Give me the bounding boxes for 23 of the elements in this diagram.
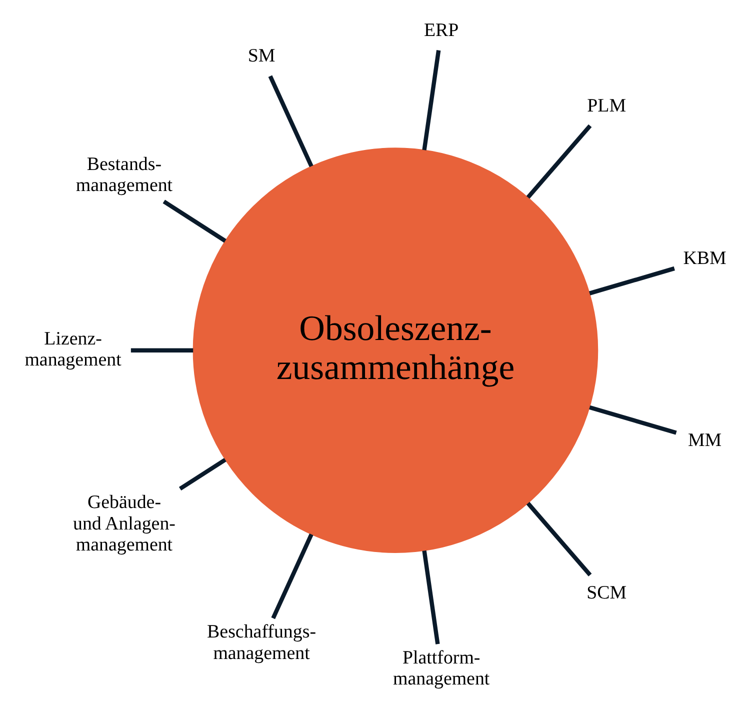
node-text: SCM — [586, 582, 626, 604]
connector — [268, 75, 313, 168]
connector — [162, 200, 226, 243]
connector — [422, 550, 440, 644]
node-circle: Obsoleszenz- zusammenhänge — [192, 148, 598, 553]
node-text: Bestands- management — [75, 154, 172, 196]
node-text: Gebäude- und Anlagen- management — [72, 492, 175, 556]
node-text: MM — [687, 430, 722, 451]
node-text: KBM — [682, 248, 726, 270]
connector — [130, 348, 193, 352]
connector — [588, 405, 676, 435]
connector — [526, 124, 592, 199]
node-text: Lizenz- management — [24, 328, 121, 370]
connector — [270, 534, 313, 620]
connector — [588, 266, 674, 296]
node-text: PLM — [586, 95, 626, 116]
node-text: SM — [247, 46, 275, 67]
node-text: Beschaffungs- management — [206, 622, 316, 664]
connector — [422, 50, 440, 150]
node-text: Plattform- management — [392, 648, 490, 690]
connector — [526, 502, 592, 576]
connector — [178, 458, 226, 491]
node-text: ERP — [424, 20, 458, 41]
